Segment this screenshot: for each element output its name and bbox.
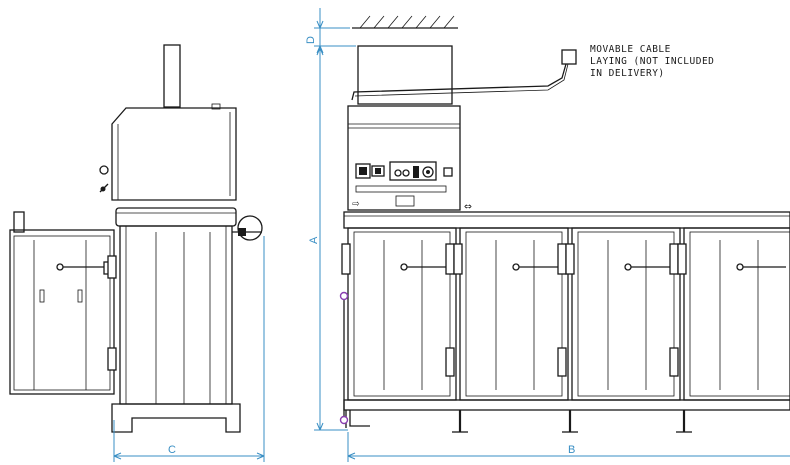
dimension-b: B: [347, 432, 790, 462]
side-view-exhaust-pipe: [163, 44, 181, 108]
note-line-3: IN DELIVERY): [590, 68, 665, 79]
note-line-1: MOVABLE CABLE: [590, 44, 671, 55]
side-view: [9, 44, 263, 433]
side-view-main-body: [119, 225, 233, 405]
front-view-leg-1: [345, 410, 370, 428]
bale-chamber-1: [341, 227, 457, 401]
arrow-right-icon: ⇨: [352, 196, 360, 210]
bale-chamber-2: [453, 227, 569, 401]
movable-cable: [351, 63, 567, 101]
note-line-2: LAYING (NOT INCLUDED: [590, 56, 714, 67]
cable-plug-icon: [561, 49, 577, 65]
side-view-knob: [99, 165, 109, 175]
side-view-motor-housing: [111, 107, 237, 201]
dimension-c-label: C: [168, 444, 176, 456]
cable-note: MOVABLE CABLE LAYING (NOT INCLUDED IN DE…: [590, 44, 714, 79]
side-view-base: [111, 403, 241, 433]
dimension-d: D: [305, 8, 356, 54]
dimension-a-label: A: [308, 236, 320, 244]
front-view: ⇨ ⇔: [339, 45, 790, 433]
front-view-top-housing: [357, 45, 453, 105]
wall-hatch-icon: [352, 15, 458, 29]
bale-chamber-4: [677, 227, 790, 401]
bale-chamber-3: [565, 227, 681, 401]
wheel-marker-top: [339, 291, 349, 301]
dimension-b-label: B: [568, 444, 575, 456]
front-view-control-cabinet: [347, 105, 461, 211]
dimension-c: C: [113, 236, 265, 462]
front-view-bottom-rail: [343, 399, 790, 411]
wheel-marker-bottom: [339, 415, 349, 425]
side-view-open-door: [9, 229, 115, 395]
front-view-top-rail: [343, 211, 790, 229]
side-view-upper-band: [115, 207, 237, 227]
dimension-d-label: D: [305, 36, 317, 44]
double-arrow-icon: ⇔: [464, 199, 472, 214]
dimension-a: A: [308, 47, 348, 431]
